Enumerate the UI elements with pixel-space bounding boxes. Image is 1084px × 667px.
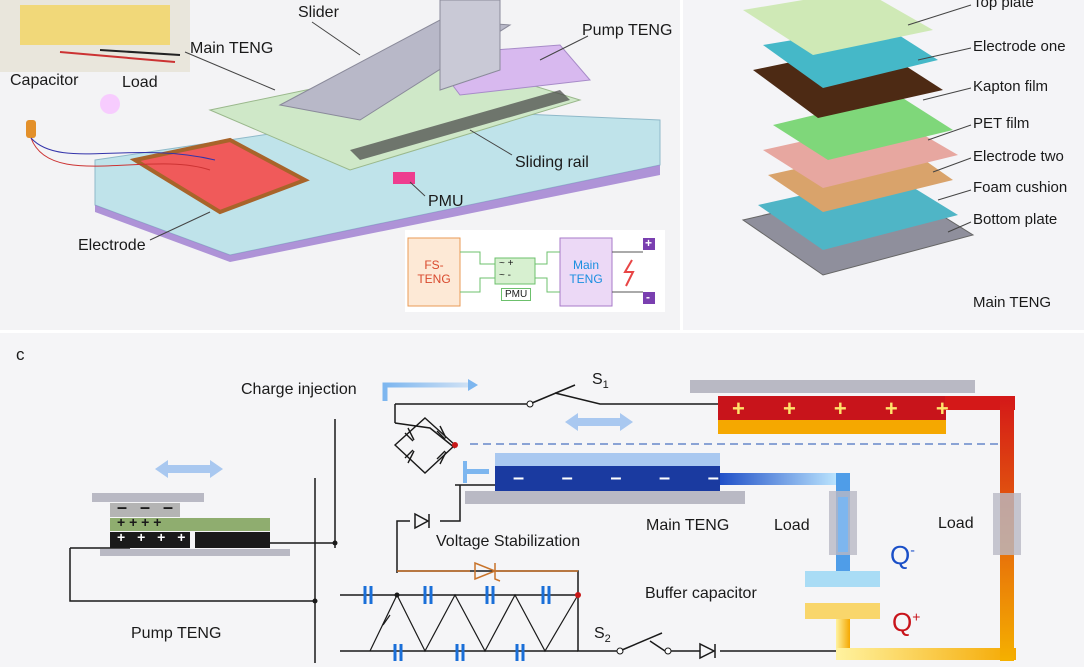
electrode-pad — [129, 137, 310, 215]
panel-a-illustration — [0, 0, 661, 262]
layer-electrode-two: Electrode two — [973, 148, 1064, 165]
zener-diode — [397, 561, 578, 582]
load-right-resistor — [993, 493, 1021, 555]
label-q-plus: Q+ — [892, 607, 921, 637]
switch-s2 — [621, 632, 663, 651]
main-teng-lightblue-layer — [495, 453, 720, 466]
main-teng-bottom-plate — [465, 491, 745, 504]
pump-teng-black-left — [110, 532, 190, 548]
inset-pmu-label: PMU — [501, 288, 532, 301]
layer-electrode-one: Electrode one — [973, 38, 1066, 55]
diode-bridge — [393, 417, 457, 474]
sliding-rail — [350, 90, 570, 160]
label-electrode: Electrode — [78, 237, 146, 254]
label-pmu: PMU — [428, 193, 464, 210]
inset-plus: + — [645, 236, 653, 250]
layer-foam-cushion: Foam cushion — [973, 179, 1068, 196]
label-pump-teng: Pump TENG — [131, 625, 222, 642]
inset-fs-teng: FS- TENG — [417, 258, 451, 286]
main-teng-top-plate — [690, 380, 975, 393]
buffer-capacitors — [363, 586, 551, 661]
switch-s2-contact — [616, 647, 624, 655]
label-slider: Slider — [298, 4, 339, 21]
main-teng-positive-signs: + + + + + — [732, 396, 965, 421]
pump-teng-black-right — [195, 532, 270, 548]
layer-stack-illustration — [741, 0, 975, 276]
circuit-diagram — [69, 379, 1021, 663]
diode-1 — [414, 512, 430, 530]
pump-teng-green-layer — [110, 518, 270, 531]
label-s2: S2 — [594, 625, 611, 646]
circuit-inset: FS- TENG ~ + ~ - PMU Main TENG + - — [405, 230, 665, 312]
pump-bot-signs: + + + + — [117, 529, 190, 545]
layer-kapton-film: Kapton film — [973, 78, 1049, 95]
layer-bottom-plate: Bottom plate — [973, 211, 1058, 228]
panel-b: Top plate Electrode one Kapton film PET … — [683, 0, 1084, 330]
label-load-center: Load — [774, 517, 810, 534]
inset-ac-top: ~ + — [499, 258, 514, 269]
capacitor-icon — [26, 120, 36, 138]
layer-pet-film: PET film — [973, 115, 1030, 132]
inset-ac-bot: ~ - — [499, 270, 511, 281]
pmu-chip — [393, 172, 415, 184]
label-buffer-capacitor: Buffer capacitor — [645, 585, 757, 602]
cap-q-plus-plate — [805, 603, 880, 619]
panel-a: Slider Main TENG Pump TENG Capacitor Loa… — [0, 0, 680, 330]
motion-arrows — [155, 413, 633, 478]
label-load: Load — [122, 74, 158, 91]
inset-minus: - — [646, 290, 650, 304]
panel-c: + + + + + – – – – – – – – + + + + + + + … — [0, 333, 1084, 667]
layer-top-plate: Top plate — [973, 0, 1034, 11]
label-load-right: Load — [938, 515, 974, 532]
label-main-teng: Main TENG — [190, 40, 274, 57]
label-sliding-rail: Sliding rail — [515, 154, 589, 171]
label-capacitor: Capacitor — [10, 72, 79, 89]
label-s1: S1 — [592, 371, 609, 392]
pump-top-signs: – – – — [117, 497, 178, 517]
main-teng-negative-signs: – – – – – — [513, 467, 735, 489]
switch-s1-contact — [526, 400, 534, 408]
label-charge-injection: Charge injection — [241, 381, 357, 398]
load-bulb-icon — [100, 94, 120, 114]
main-teng-blue-layer — [495, 466, 720, 491]
panel-c-letter: c — [16, 345, 25, 364]
cap-q-minus-plate — [805, 571, 880, 587]
label-main-teng: Main TENG — [646, 517, 730, 534]
charge-injection-arrow — [382, 382, 470, 401]
main-teng-orange-layer — [718, 420, 946, 434]
label-q-minus: Q- — [890, 540, 915, 570]
pump-teng-top-plate — [92, 493, 204, 502]
pump-teng-grey-layer — [110, 503, 180, 517]
diode-ladder — [369, 593, 579, 653]
bridge-node — [452, 442, 458, 448]
panel-b-caption: Main TENG — [973, 294, 1052, 311]
switch-s1 — [531, 384, 576, 404]
label-pump-teng: Pump TENG — [582, 22, 673, 39]
pump-mid-signs: + + + + — [117, 514, 162, 530]
diode-output — [699, 642, 716, 660]
inset-main-teng: Main TENG — [569, 258, 603, 286]
main-teng-red-layer — [718, 396, 946, 422]
label-voltage-stabilization: Voltage Stabilization — [436, 533, 581, 550]
